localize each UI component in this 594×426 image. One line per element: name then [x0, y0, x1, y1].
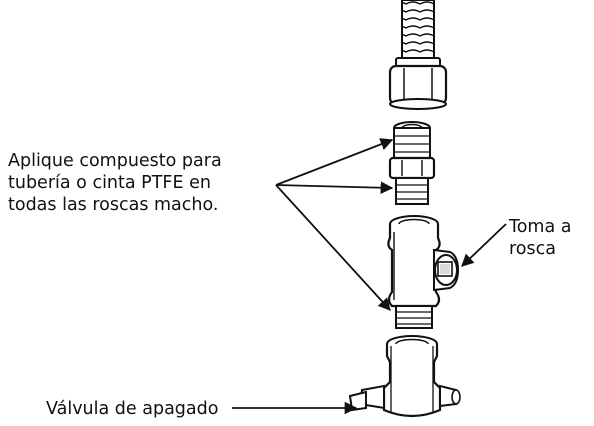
ptfe-line-2: tubería o cinta PTFE en	[8, 173, 211, 193]
supply-hose	[388, 0, 448, 110]
callout-arrows	[232, 138, 507, 415]
toma-line-1: Toma a	[509, 217, 572, 237]
shutoff-valve	[348, 335, 461, 418]
ptfe-line-3: todas las roscas macho.	[8, 195, 219, 215]
shutoff-valve-label: Válvula de apagado	[46, 399, 219, 419]
ptfe-line-1: Aplique compuesto para	[8, 151, 222, 171]
toma-line-2: rosca	[509, 239, 556, 259]
tee-fitting	[387, 215, 460, 329]
nipple-fitting	[388, 121, 436, 205]
